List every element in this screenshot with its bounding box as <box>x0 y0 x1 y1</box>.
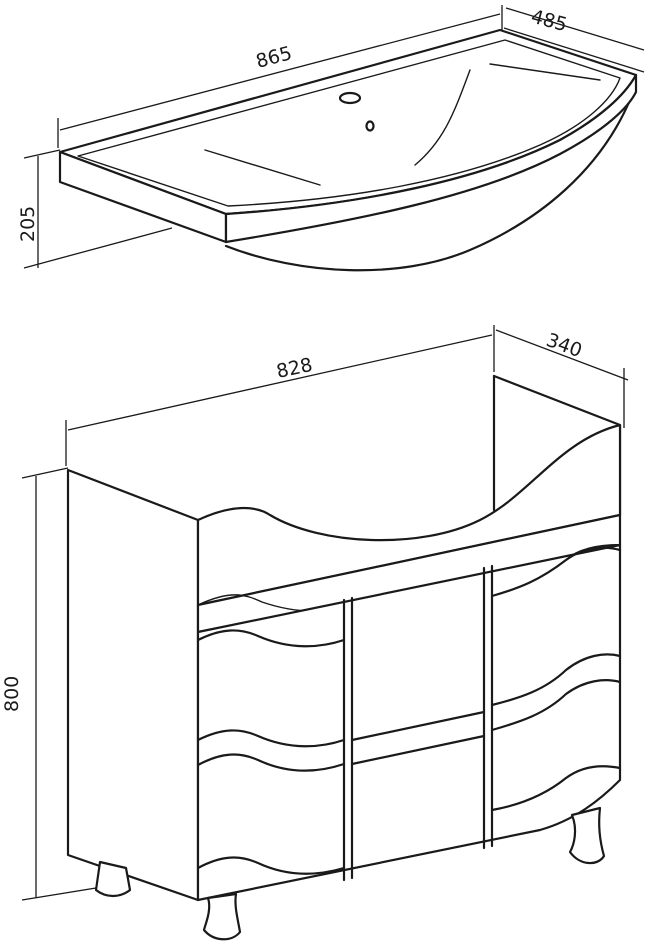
sink-drawing: 865 485 205 <box>17 5 645 272</box>
sink-overflow-hole <box>365 120 375 132</box>
sink-basin-inner <box>77 39 621 207</box>
cabinet-height-label: 800 <box>1 676 23 712</box>
sink-basin-shelf-right <box>489 63 601 81</box>
cabinet-foot-right <box>568 806 606 865</box>
sink-depth-label: 485 <box>529 6 570 37</box>
sink-basin-contour <box>414 69 471 166</box>
cabinet-drawer-edge-1 <box>196 629 346 648</box>
cabinet-top-curve <box>196 423 622 607</box>
cabinet-front-face <box>196 543 622 902</box>
cabinet-drawer-edge-3 <box>196 856 346 875</box>
sink-tap-hole <box>338 91 362 105</box>
cabinet-depth-label: 340 <box>543 329 585 362</box>
cabinet-foot-left-back <box>94 860 132 898</box>
cabinet-width-label: 828 <box>274 354 314 383</box>
cabinet-side-panel <box>66 468 200 902</box>
sink-width-label: 865 <box>254 42 295 73</box>
sink-front-curve-face <box>224 73 638 244</box>
cabinet-foot-left-front <box>202 892 242 941</box>
sink-height-label: 205 <box>17 206 39 242</box>
sink-basin-shelf-left <box>204 149 321 186</box>
sink-bowl-underside <box>224 98 632 272</box>
cabinet-drawer-edge-2 <box>196 729 346 748</box>
cabinet-drawing: 828 340 800 <box>1 325 629 941</box>
